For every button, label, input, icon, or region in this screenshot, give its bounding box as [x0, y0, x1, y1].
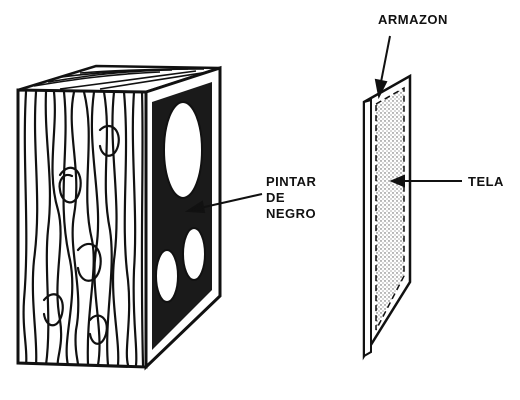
frame-arrowhead: [374, 78, 388, 100]
cloth-arrowhead: [389, 174, 405, 188]
label-frame: ARMAZON: [378, 12, 448, 27]
label-paint-line1: PINTAR: [266, 174, 317, 189]
label-paint-line2: DE: [266, 190, 285, 205]
speaker-cabinet: [16, 64, 222, 371]
paint-arrowhead: [184, 200, 206, 214]
cloth-frame-panel: [362, 73, 412, 361]
cloth-area: [375, 86, 405, 331]
label-pointers: [184, 35, 462, 214]
label-paint-line3: NEGRO: [266, 206, 316, 221]
paint-pointer-line: [199, 193, 263, 209]
cabinet-top-grain: [33, 68, 209, 90]
label-cloth: TELA: [468, 174, 504, 189]
cabinet-wood-grain: [22, 90, 145, 367]
speaker-hole-small-right: [182, 227, 206, 281]
frame-pointer-line: [380, 35, 391, 83]
speaker-hole-large: [163, 101, 203, 199]
speaker-hole-small-left: [155, 249, 179, 303]
frame-panel-front-edge: [363, 98, 372, 358]
